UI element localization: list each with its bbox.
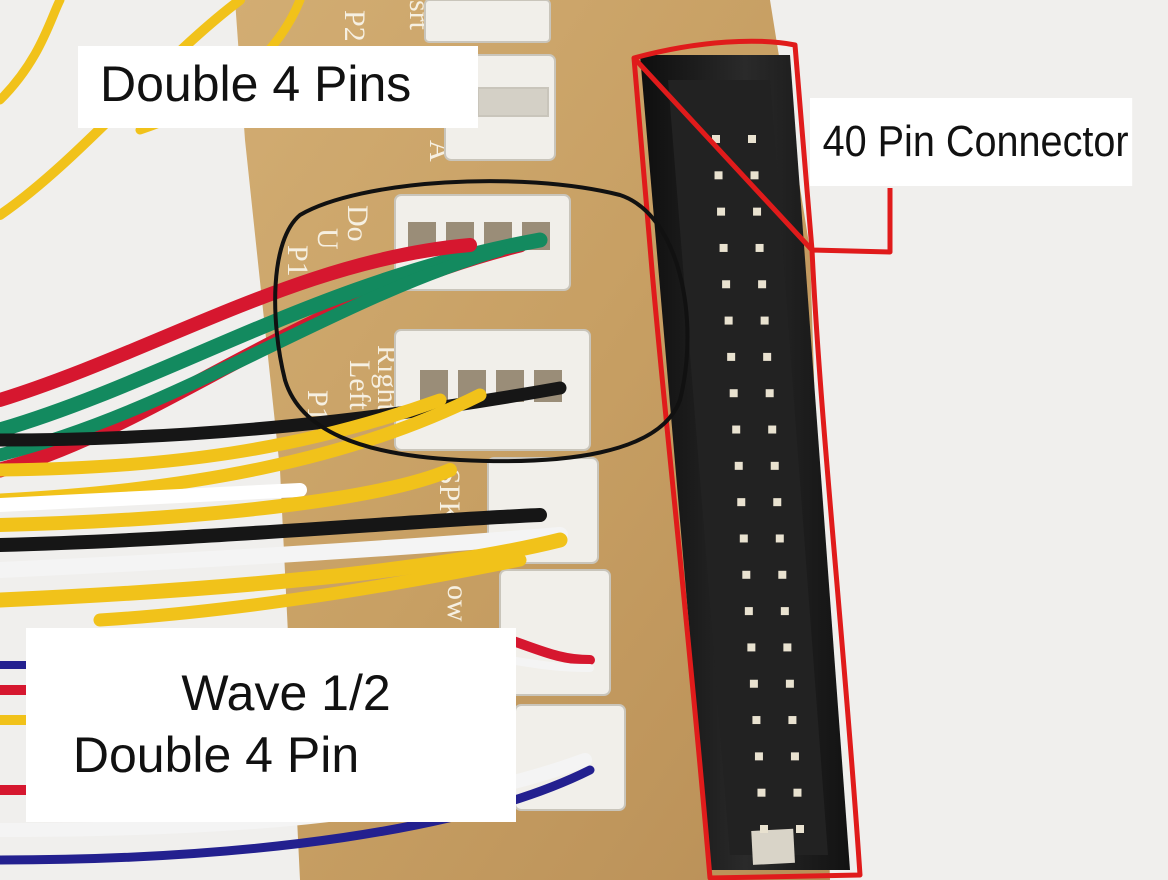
connector-pin [729,389,738,398]
connector-pin [765,389,774,398]
connector-pin [796,825,804,833]
connector-pin [727,352,736,361]
red-outline-annotation [631,38,893,880]
connector-pin [760,316,769,325]
silk-left: Left [343,360,376,411]
connector-pin [755,243,764,252]
black-circle-annotation [273,179,690,464]
connector-pin [770,461,779,470]
label-wave-double-4-pin: Wave 1/2 Double 4 Pin [26,628,516,822]
connector-pin [739,534,748,543]
label-wave-line1: Wave 1/2 [181,665,391,721]
connector-pin [752,716,761,725]
wire-bundle [0,0,595,865]
label-40-pin-connector: 40 Pin Connector [810,98,1133,186]
connector-pin [790,752,799,761]
connector-pin [722,280,731,289]
lower-4pin-socket [394,329,591,451]
connector-pin [785,679,794,688]
connector-pin [783,643,792,652]
silk-do: Do [341,205,374,242]
connector-pin [760,825,768,833]
connector-pin [737,498,746,507]
connector-pin [780,607,789,616]
connector-pin [742,570,751,579]
connector-pin [754,752,763,761]
connector-pin [712,135,720,143]
connector-pin [763,352,772,361]
connector-pin [757,788,766,797]
connector-pin [747,643,756,652]
silk-p2: P2 [338,10,371,42]
connector-pin [793,788,802,797]
silk-p1-upper: P1 [281,245,314,277]
connector-pin [753,207,762,216]
connector-pins [712,135,804,833]
label-double-4-pins: Double 4 Pins [78,46,478,128]
connector-pin [768,425,777,434]
connector-pin [719,243,728,252]
connector-pin [749,679,758,688]
connector-pin [734,461,743,470]
connector-pin [778,570,787,579]
connector-pin [717,207,726,216]
silk-ow: ow [441,585,474,622]
connector-pin [775,534,784,543]
silk-u: U [311,228,344,250]
connector-pin [724,316,733,325]
connector-pin [732,425,741,434]
connector-pin [714,171,723,180]
connector-pin [750,171,759,180]
connector-pin [773,498,782,507]
connector-pin [788,716,797,725]
connector-pin [758,280,767,289]
connector-pin [748,135,756,143]
connector-pin [744,607,753,616]
label-wave-line2: Double 4 Pin [72,727,360,783]
